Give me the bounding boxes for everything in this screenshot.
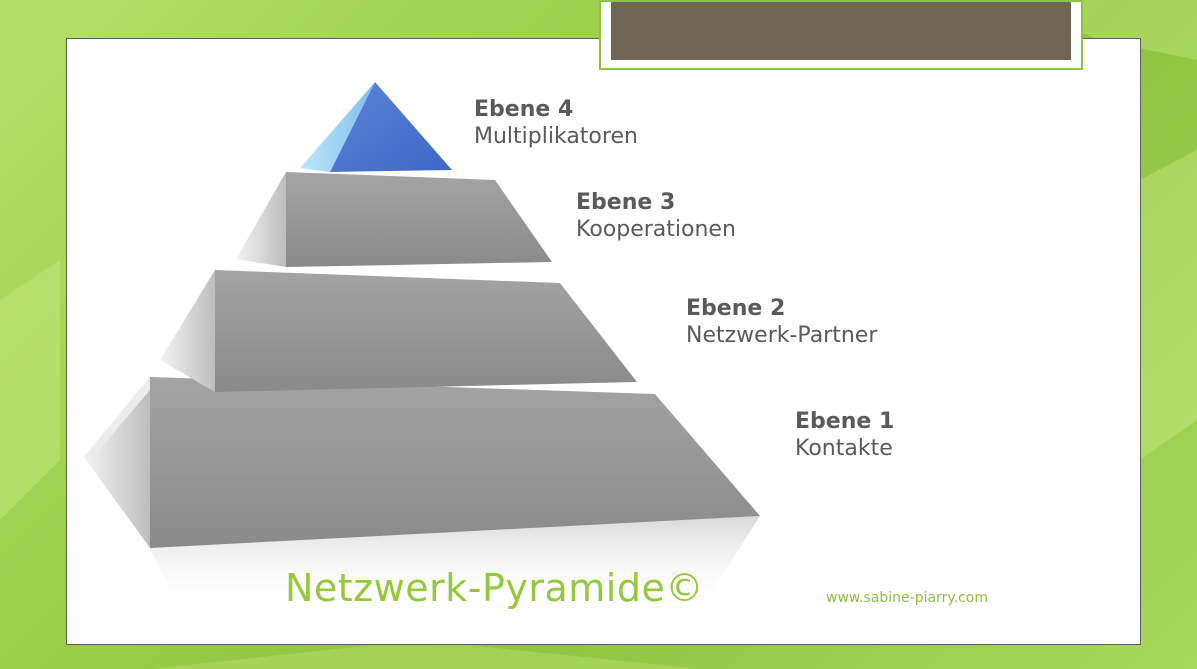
pyramid-level-1 [84, 377, 760, 548]
pyramid-reflection [150, 516, 760, 610]
pyramid-level-2 [160, 270, 637, 392]
pyramid-level-4 [300, 82, 452, 172]
title-box [599, 0, 1083, 70]
level-2-name: Netzwerk-Partner [686, 322, 878, 348]
level-3-name: Kooperationen [576, 216, 736, 242]
website-link[interactable]: www.sabine-piarry.com [826, 590, 988, 606]
pyramid-level-3 [236, 172, 552, 267]
level-1-title: Ebene 1 [795, 409, 895, 434]
level-3-title: Ebene 3 [576, 190, 676, 215]
level-1-name: Kontakte [795, 435, 893, 461]
level-3-label: Ebene 3 Kooperationen [576, 190, 736, 244]
title-box-fill [611, 2, 1071, 60]
level-4-name: Multiplikatoren [474, 123, 638, 149]
level-4-label: Ebene 4 Multiplikatoren [474, 97, 638, 151]
pyramid-title: Netzwerk-Pyramide© [285, 566, 704, 610]
level-1-label: Ebene 1 Kontakte [795, 409, 894, 463]
level-2-label: Ebene 2 Netzwerk-Partner [686, 296, 877, 350]
level-4-title: Ebene 4 [474, 97, 574, 122]
level-2-title: Ebene 2 [686, 296, 786, 321]
